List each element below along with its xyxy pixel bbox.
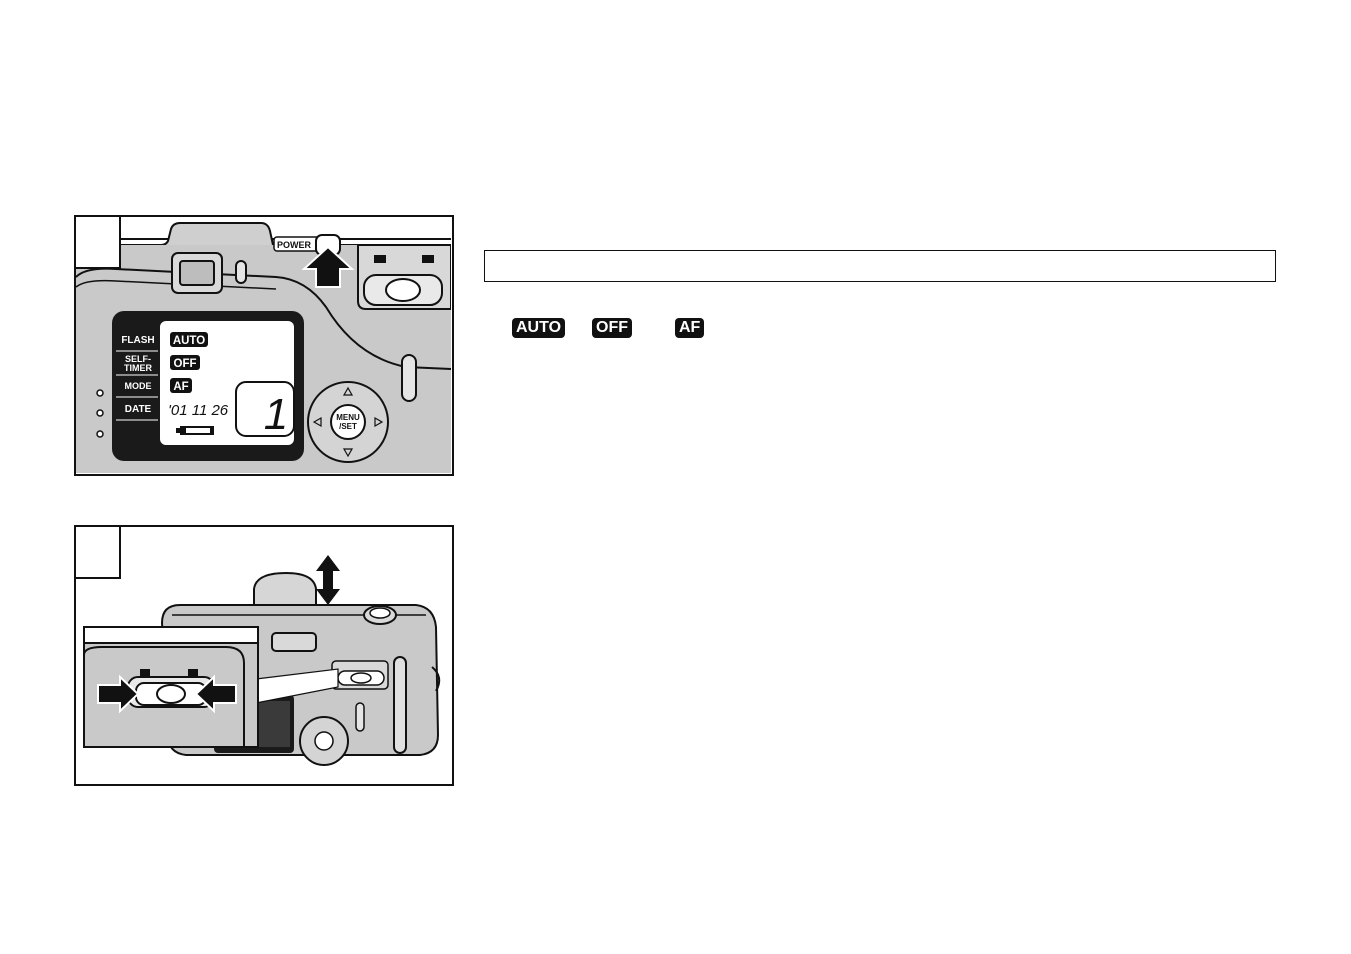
lcd-mode-value: AF (173, 381, 188, 393)
push-right-arrow-icon (97, 674, 140, 714)
lcd-label-self: SELF- (125, 354, 151, 364)
right-arrow-icon (374, 416, 384, 428)
frame-counter: 1 (264, 390, 288, 439)
lcd-flash-value: AUTO (173, 335, 205, 347)
step-number-box-2 (76, 527, 121, 579)
section-heading-bar (484, 250, 1276, 282)
zoom-direction-arrow-icon (316, 555, 340, 605)
step-number-box-1 (76, 217, 121, 269)
menu-label: MENU (336, 413, 360, 422)
lcd-label-timer: TIMER (124, 363, 152, 373)
lcd-self-timer-value: OFF (174, 358, 197, 370)
auto-badge: AUTO (512, 318, 566, 338)
push-left-arrow-icon (194, 674, 237, 714)
off-badge: OFF (592, 318, 632, 338)
down-arrow-icon (342, 448, 354, 458)
left-arrow-icon (312, 416, 322, 428)
figure-2-zoom-switch (74, 525, 454, 786)
lcd-label-date: DATE (125, 404, 152, 415)
figure-1-power-button: POWER FLASH SELF- TIMER MODE DATE AUTO O… (74, 215, 454, 476)
lcd-label-mode: MODE (125, 381, 152, 391)
camera-rear-illustration (83, 555, 441, 766)
menu-set-button (330, 404, 366, 440)
up-arrow-icon (342, 386, 354, 396)
lcd-label-flash: FLASH (121, 335, 154, 346)
af-badge: AF (675, 318, 705, 338)
power-label: POWER (277, 240, 312, 250)
set-label: /SET (339, 422, 357, 431)
lcd-date-value: '01 11 26 (168, 402, 229, 419)
camera-top-illustration: POWER FLASH SELF- TIMER MODE DATE AUTO O… (76, 222, 451, 473)
press-arrow-icon (301, 245, 355, 288)
